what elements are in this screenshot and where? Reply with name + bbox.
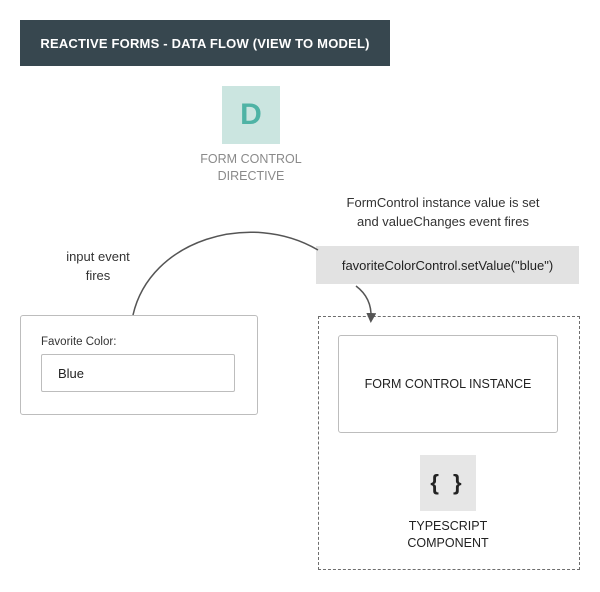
input-event-annotation: input event fires — [66, 249, 130, 283]
set-value-call-box: favoriteColorControl.setValue("blue") — [316, 246, 579, 284]
value-set-annotation: FormControl instance value is set and va… — [346, 195, 540, 229]
input-event-curve — [132, 231, 319, 316]
directive-label: FORM CONTROL DIRECTIVE — [200, 152, 302, 183]
curly-braces-icon: { } — [420, 455, 476, 511]
favorite-color-form-card: Favorite Color: Blue — [20, 315, 258, 415]
typescript-component-boundary — [318, 316, 580, 570]
directive-d-icon: D — [222, 86, 280, 144]
form-control-instance-box: FORM CONTROL INSTANCE — [338, 335, 558, 433]
set-value-arrow — [355, 285, 377, 323]
favorite-color-input[interactable]: Blue — [41, 354, 235, 392]
typescript-component-label: TYPESCRIPT COMPONENT — [407, 519, 489, 550]
favorite-color-label: Favorite Color: — [41, 336, 117, 348]
diagram-title: REACTIVE FORMS - DATA FLOW (VIEW TO MODE… — [20, 20, 390, 66]
